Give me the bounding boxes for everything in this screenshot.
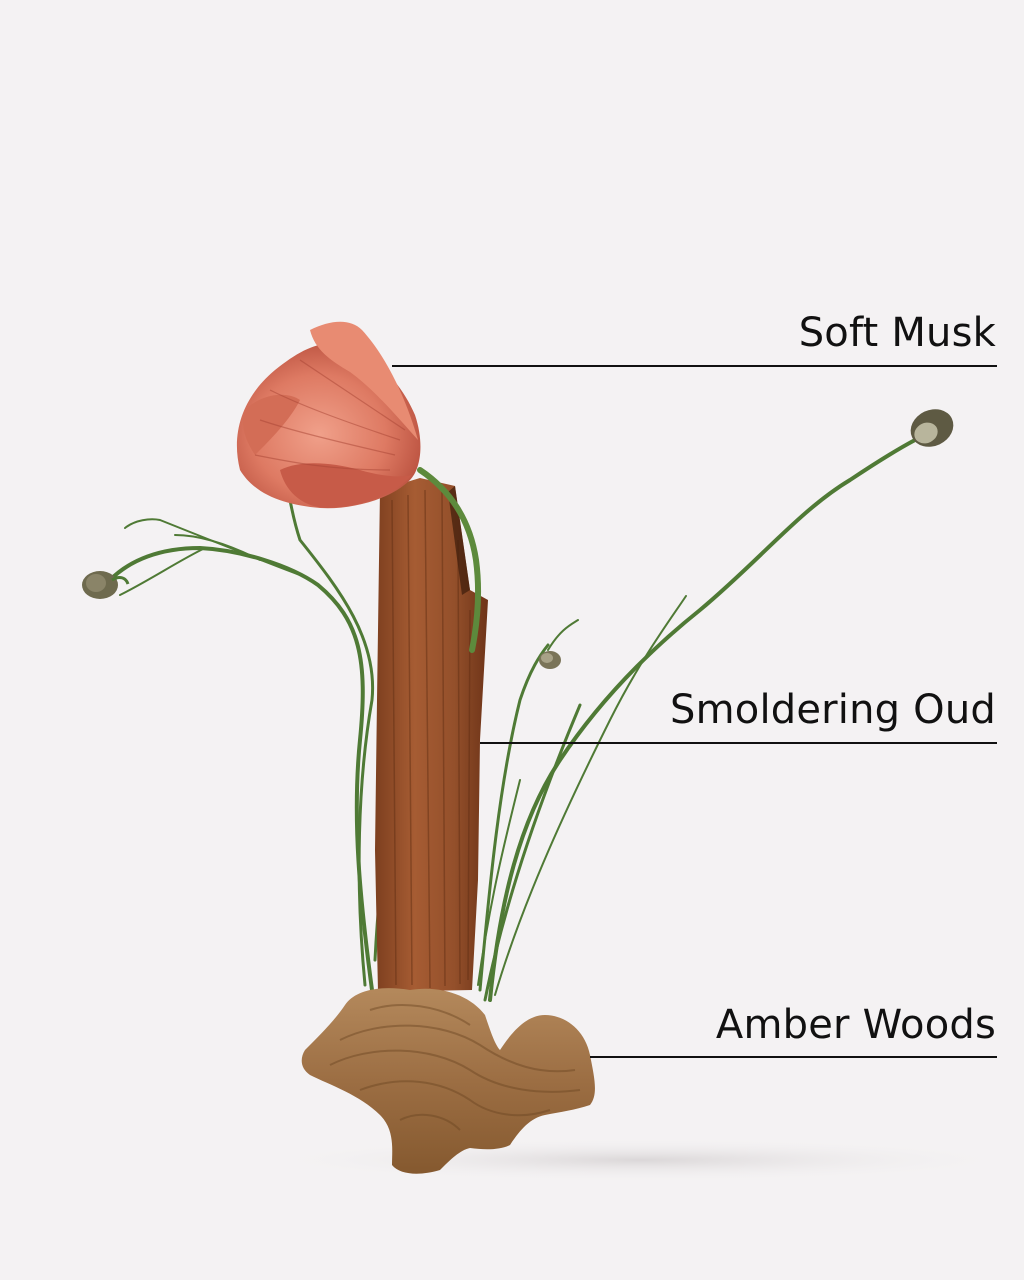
stick-stem xyxy=(417,467,482,653)
note-label-amber-woods: Amber Woods xyxy=(715,1002,996,1048)
right-flower-bud xyxy=(910,409,954,447)
note-label-smoldering-oud: Smoldering Oud xyxy=(670,687,996,733)
left-flower-bud xyxy=(82,571,130,599)
ground-shadow xyxy=(260,1138,1020,1182)
amber-wood-base xyxy=(301,988,595,1174)
oud-wood-stick xyxy=(375,478,488,992)
note-label-soft-musk: Soft Musk xyxy=(798,310,996,356)
center-flower-bud xyxy=(539,651,561,669)
coral-flower xyxy=(236,321,421,509)
